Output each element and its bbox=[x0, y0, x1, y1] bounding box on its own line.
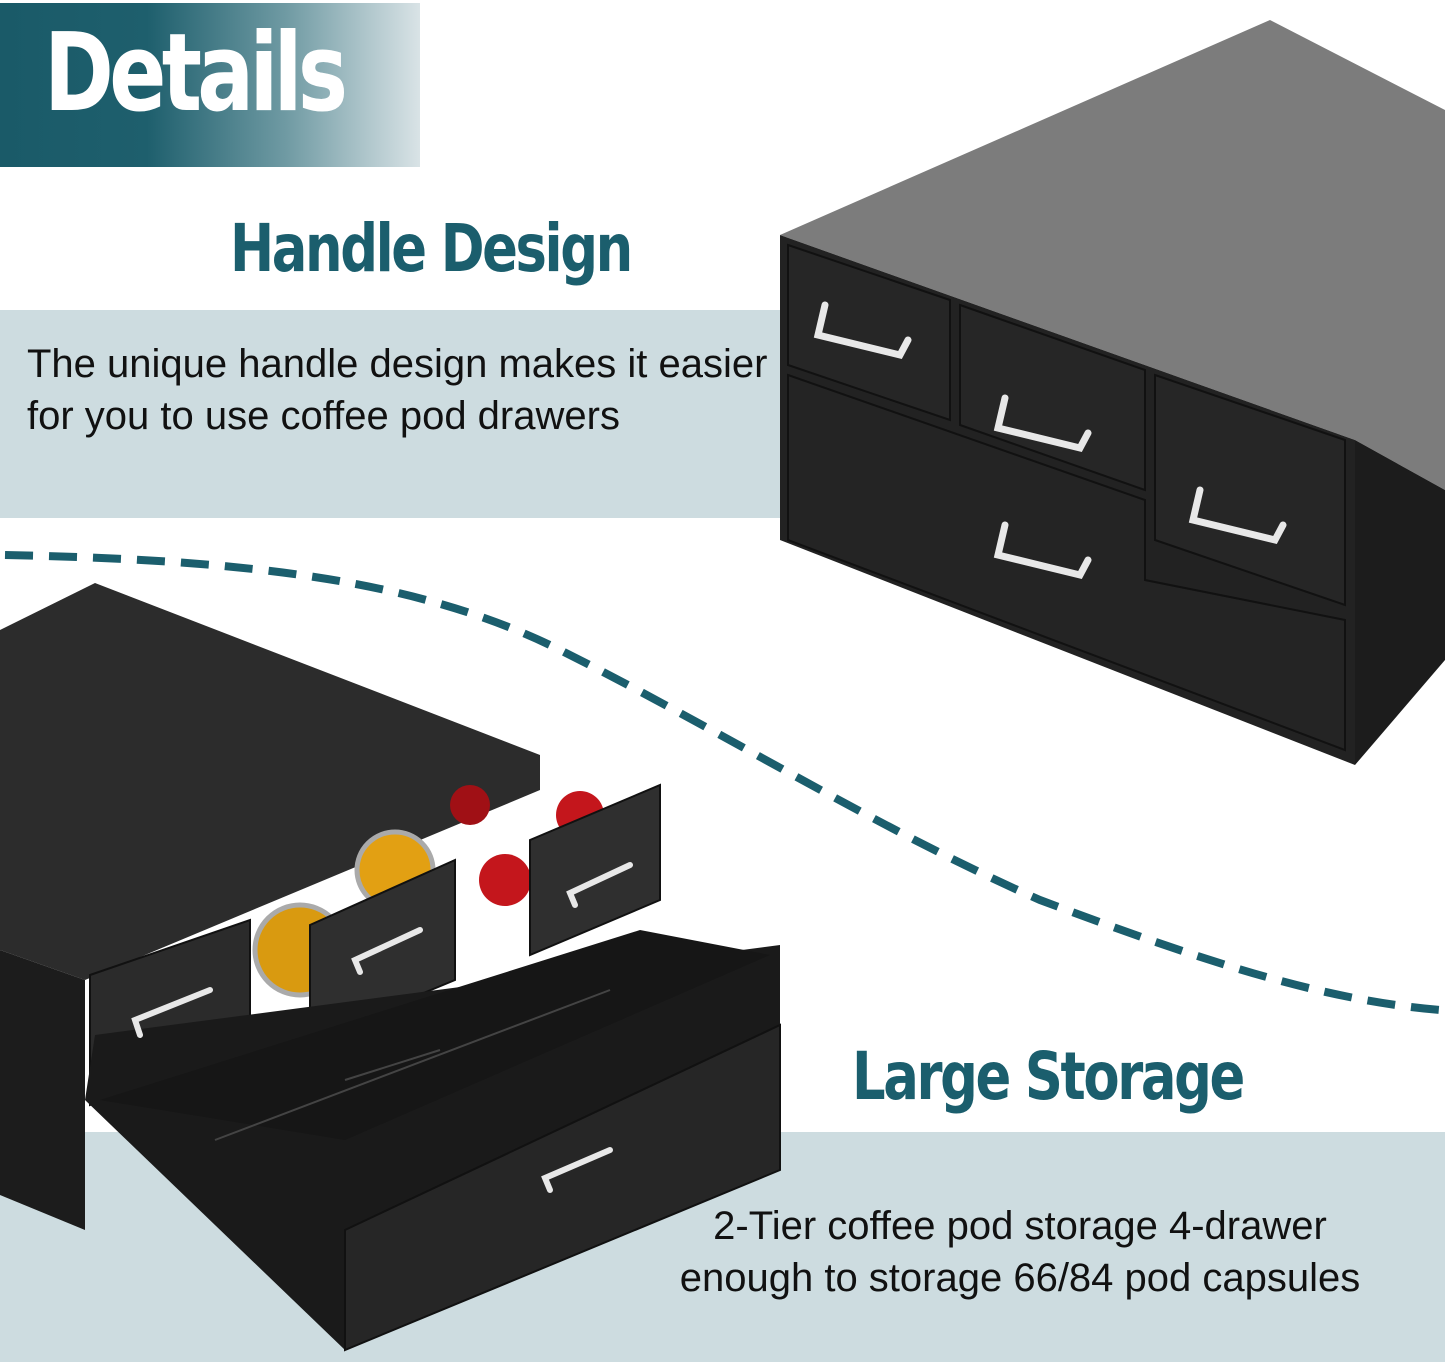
section-description-large-storage: 2-Tier coffee pod storage 4-drawer enoug… bbox=[610, 1200, 1430, 1304]
handle-design-panel bbox=[0, 310, 860, 518]
section-heading-large-storage: Large Storage bbox=[852, 1038, 1245, 1115]
section-heading-handle-design: Handle Design bbox=[230, 210, 633, 287]
description-line-1: 2-Tier coffee pod storage 4-drawer bbox=[713, 1204, 1327, 1248]
page-title: Details bbox=[44, 11, 348, 136]
title-banner bbox=[0, 3, 420, 167]
description-line-2: enough to storage 66/84 pod capsules bbox=[679, 1256, 1361, 1300]
section-description-handle-design: The unique handle design makes it easier… bbox=[27, 342, 768, 438]
